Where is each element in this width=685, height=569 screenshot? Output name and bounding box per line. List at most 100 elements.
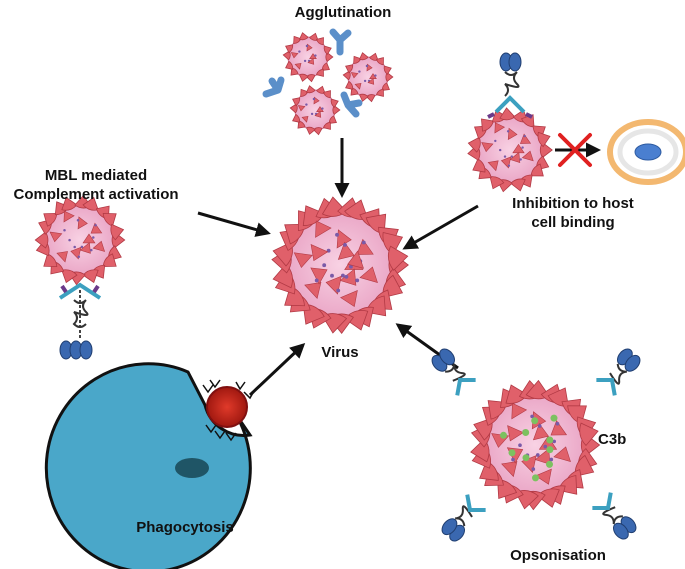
host-cell-nucleus (634, 143, 662, 161)
virus-spike (383, 65, 392, 75)
virus-inner-spike (307, 57, 315, 65)
virus-inner-spike (294, 62, 302, 70)
virus-spike (330, 98, 339, 108)
c3b-particle (546, 446, 554, 454)
virus-surface-dot (305, 44, 309, 48)
virus-spike (323, 45, 332, 55)
c3b-particle (546, 436, 554, 444)
c3b-particle (508, 449, 516, 457)
label-virus: Virus (321, 344, 359, 361)
label-mbl-line2: Complement activation (13, 186, 179, 203)
label-inhibition-line1: Inhibition to host (512, 195, 634, 212)
virus-inner-spike (481, 142, 494, 153)
virus-surface-dot (361, 240, 366, 245)
antibody-agglutination (262, 28, 363, 118)
virus-inner-spike (507, 425, 524, 442)
virus-surface-dot (374, 74, 377, 77)
inhibition-antibody (487, 52, 533, 119)
virus-inner-spike (507, 127, 518, 141)
virus-opsonisation (470, 379, 601, 511)
virus-surface-dot (355, 278, 360, 283)
virus-inner-spike (359, 266, 378, 284)
virus-inner-spike (521, 150, 534, 162)
virus-spike (285, 44, 294, 54)
phagocyte-nucleus (175, 458, 209, 478)
virus-surface-dot (537, 424, 542, 428)
virus-inner-spike (487, 160, 499, 172)
virus-inner-spike (354, 82, 362, 90)
virus-surface-dot (358, 70, 361, 73)
label-inhibition: Inhibition to host cell binding (498, 194, 648, 232)
virus-inner-spike (494, 122, 506, 134)
mbl-complex (58, 282, 102, 360)
label-inhibition-line2: cell binding (531, 214, 615, 231)
virus-surface-dot (314, 278, 319, 283)
virus-inner-spike (534, 448, 551, 465)
virus-inner-spike (553, 446, 571, 463)
virus-surface-dot (92, 236, 95, 239)
virus-inner-spike (534, 468, 552, 485)
virus-surface-dot (519, 158, 522, 161)
virus-surface-dot (312, 97, 316, 101)
arrow-inhibition (402, 204, 479, 250)
virus-spike (315, 68, 324, 77)
label-c3b: C3b (598, 431, 627, 448)
label-mbl-complement: MBL mediated Complement activation (0, 166, 192, 204)
virus-inner-spike (532, 423, 549, 441)
virus-spike (322, 121, 331, 130)
virus-inner-spike (367, 77, 375, 85)
c3b-particle (531, 417, 539, 425)
virus-central (271, 196, 409, 334)
virus-spike (298, 32, 309, 41)
c3b-particle (522, 454, 530, 462)
virus-surface-dot (523, 134, 526, 138)
virus-surface-dot (530, 414, 534, 419)
opsonisation-antibodies (431, 348, 641, 542)
virus-surface-dot (510, 155, 513, 158)
virus-mbl (34, 194, 126, 286)
phagocyte (44, 362, 255, 569)
virus-surface-dot (303, 59, 307, 63)
virus-spike (375, 88, 384, 97)
virus-spike (322, 90, 331, 99)
virus-spike (292, 113, 301, 123)
virus-spike (387, 245, 409, 271)
virus-spike (358, 52, 369, 61)
virus-inner-spike (314, 110, 322, 118)
engulfed-virus (206, 386, 248, 428)
virus-surface-dot (76, 218, 80, 222)
virus-surface-dot (552, 439, 557, 444)
virus-surface-dot (344, 274, 349, 279)
virus-surface-dot (531, 467, 536, 471)
virus-surface-dot (521, 146, 524, 149)
virus-surface-dot (80, 245, 84, 249)
virus-inner-spike (350, 72, 359, 79)
virus-surface-dot (73, 245, 76, 249)
virus-surface-dot (314, 54, 317, 57)
virus-surface-dot (507, 164, 511, 167)
virus-surface-dot (365, 64, 369, 68)
virus-spike (345, 64, 354, 74)
virus-spike (315, 37, 324, 46)
virus-inner-spike (306, 43, 313, 52)
virus-spike (579, 422, 599, 447)
virus-surface-dot (336, 288, 341, 293)
virus-inner-spike (310, 267, 328, 285)
virus-inner-spike (92, 240, 106, 252)
virus-surface-dot (330, 273, 334, 278)
c3b-particle (532, 474, 539, 482)
virus-surface-dot (503, 155, 507, 158)
virus-inner-spike (293, 252, 313, 269)
label-agglutination: Agglutination (294, 4, 392, 21)
virus-inner-spike (550, 420, 568, 436)
blocked-binding (555, 133, 601, 167)
virus-inner-spike (347, 250, 365, 269)
virus-spike (305, 85, 316, 94)
virus-surface-dot (310, 112, 314, 116)
virus-inner-spike (511, 402, 528, 420)
virus-inner-spike (356, 238, 374, 255)
virus-inner-spike (301, 115, 309, 123)
virus-spike (345, 80, 354, 90)
virus-inner-spike (315, 220, 332, 238)
